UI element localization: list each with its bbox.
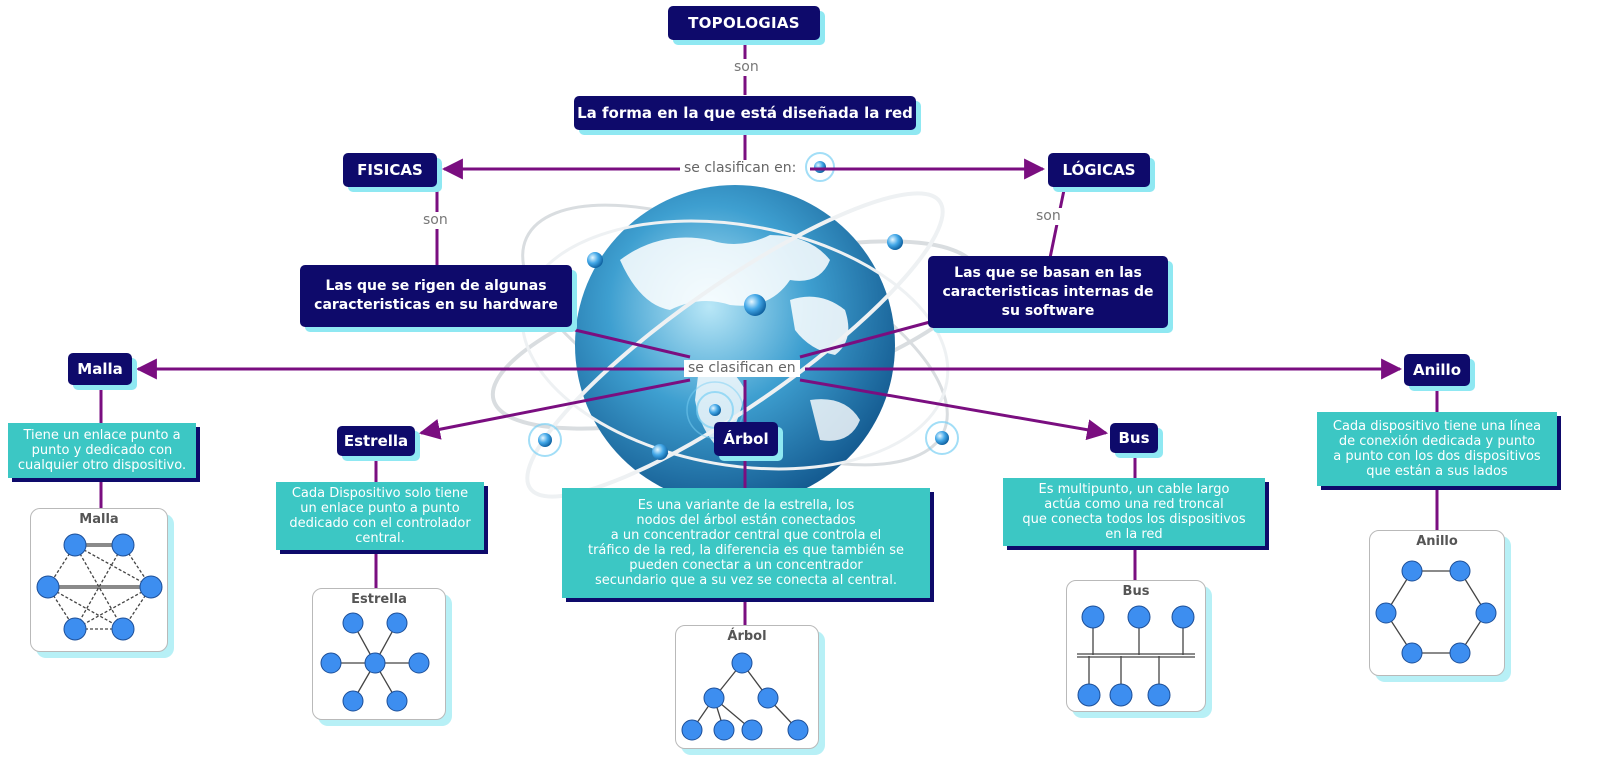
bus-desc: Es multipunto, un cable largo actúa como… [1003, 478, 1265, 546]
link-son-logicas: son [1033, 208, 1064, 225]
arbol-diagram-title: Árbol [727, 629, 767, 644]
estrella-desc: Cada Dispositivo solo tiene un enlace pu… [276, 482, 484, 550]
bus-label: Bus [1118, 429, 1150, 447]
malla-node: Malla [68, 353, 132, 385]
estrella-network-graphic [320, 612, 430, 712]
malla-label: Malla [77, 360, 123, 378]
logicas-label: LÓGICAS [1062, 161, 1136, 179]
arbol-network-graphic [681, 652, 809, 741]
title-label: TOPOLOGIAS [688, 14, 800, 32]
anillo-diagram: Anillo [1369, 530, 1505, 676]
fisicas-label: FISICAS [357, 161, 423, 179]
bus-node: Bus [1110, 423, 1158, 453]
estrella-label: Estrella [343, 432, 409, 450]
line-logicas-classify [799, 320, 931, 359]
definition-node: La forma en la que está diseñada la red [574, 96, 916, 130]
anillo-node: Anillo [1404, 354, 1470, 386]
line-fisicas-classify [574, 328, 691, 359]
link-classify-mid: se clasifican en [684, 360, 800, 377]
logicas-desc-node: Las que se basan en las caracteristicas … [928, 256, 1168, 328]
logicas-desc: Las que se basan en las caracteristicas … [942, 264, 1154, 319]
logicas-node: LÓGICAS [1048, 153, 1150, 187]
estrella-diagram-title: Estrella [351, 592, 407, 607]
bus-diagram: Bus [1066, 580, 1206, 712]
title-node: TOPOLOGIAS [668, 6, 820, 40]
link-son-fisicas: son [420, 212, 451, 229]
anillo-label: Anillo [1412, 361, 1462, 379]
anillo-diagram-title: Anillo [1416, 534, 1458, 549]
arbol-node: Árbol [714, 422, 778, 456]
link-classify-top: se clasifican en: [680, 160, 801, 177]
fisicas-desc-node: Las que se rigen de algunas caracteristi… [300, 265, 572, 327]
anillo-network-graphic [1375, 560, 1497, 664]
malla-network-graphic [36, 533, 163, 641]
arbol-diagram: Árbol [675, 625, 819, 749]
anillo-desc: Cada dispositivo tiene una línea de cone… [1317, 412, 1557, 486]
bus-network-graphic [1077, 605, 1195, 707]
malla-desc: Tiene un enlace punto a punto y dedicado… [8, 423, 196, 478]
link-son-top: son [731, 59, 762, 76]
bus-diagram-title: Bus [1122, 584, 1150, 599]
malla-diagram-title: Malla [79, 512, 119, 527]
arbol-label: Árbol [723, 430, 769, 448]
arrow-to-estrella [418, 378, 691, 440]
estrella-diagram: Estrella [312, 588, 446, 720]
arbol-desc: Es una variante de la estrella, los nodo… [562, 488, 930, 598]
fisicas-node: FISICAS [343, 153, 437, 187]
fisicas-desc: Las que se rigen de algunas caracteristi… [314, 278, 558, 313]
malla-diagram: Malla [30, 508, 168, 652]
arrow-to-bus [799, 378, 1109, 441]
estrella-node: Estrella [337, 426, 415, 456]
definition-label: La forma en la que está diseñada la red [577, 104, 913, 122]
